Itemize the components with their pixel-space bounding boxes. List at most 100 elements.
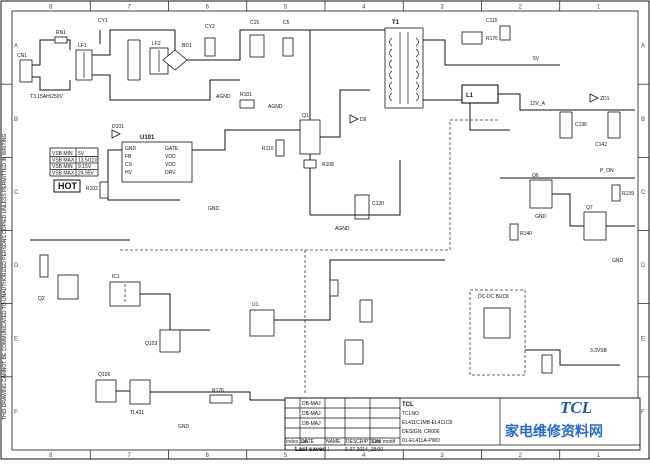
wire-12v-rail bbox=[498, 93, 635, 111]
transformer: T1 bbox=[315, 20, 510, 131]
voltage-table-key: VSB MIN bbox=[52, 151, 73, 157]
net-agnd1: AGND bbox=[216, 94, 231, 100]
title-block-frame bbox=[284, 397, 641, 451]
t1-winding-secondary bbox=[415, 48, 419, 58]
transistor-q6 bbox=[529, 179, 553, 209]
voltage-table-value: 9.15V bbox=[78, 164, 92, 170]
t1-winding-primary bbox=[389, 92, 393, 102]
t1-windings bbox=[389, 37, 419, 102]
cap-c142 bbox=[607, 111, 621, 139]
zone-label-left: B bbox=[14, 117, 18, 123]
voltage-table-key: VSB MAX bbox=[52, 158, 75, 164]
voltage-table-box bbox=[49, 147, 99, 177]
label-q1: Q1 bbox=[302, 113, 309, 119]
wire-return bbox=[150, 79, 240, 101]
transistor-q7 bbox=[583, 211, 607, 241]
net-5v: 5V bbox=[533, 56, 540, 62]
label-ic1: IC1 bbox=[112, 274, 120, 280]
label-r140: R140 bbox=[520, 231, 532, 237]
cap-c115 bbox=[499, 25, 511, 41]
wire-input-n bbox=[32, 76, 71, 91]
net-gnd1: GND bbox=[208, 206, 220, 212]
transistor-q103 bbox=[159, 329, 181, 353]
resistor-r139 bbox=[611, 184, 621, 202]
resistor-r101 bbox=[239, 99, 255, 109]
resistor-r102b bbox=[329, 279, 339, 297]
wire-lf1-out bbox=[92, 29, 175, 56]
label-l1: L1 bbox=[466, 93, 474, 99]
label-q106: Q106 bbox=[98, 372, 110, 378]
transistor-q106 bbox=[95, 379, 117, 403]
ic-pin-right: VDD bbox=[165, 154, 176, 160]
dcdc-box bbox=[469, 289, 526, 376]
resistor-bank bbox=[127, 39, 141, 81]
revision-code: DB-MAJ bbox=[302, 421, 321, 427]
label-r126: R126 bbox=[212, 388, 224, 394]
label-u1: U1 bbox=[252, 302, 259, 308]
cap-c136 bbox=[559, 111, 573, 139]
cap-c120 bbox=[354, 194, 370, 220]
t1-winding-primary bbox=[389, 48, 393, 58]
label-cy1: CY1 bbox=[98, 18, 108, 24]
wire-3v3-out bbox=[525, 349, 620, 366]
standby-control: U1 bbox=[249, 259, 445, 365]
tb-company-short: TCL bbox=[402, 402, 414, 408]
resistor-r140 bbox=[509, 223, 519, 241]
label-cn1: CN1 bbox=[17, 53, 27, 59]
t1-winding-secondary bbox=[415, 81, 419, 91]
zone-label-left: A bbox=[14, 44, 18, 50]
net-pon: P_ON bbox=[600, 168, 614, 174]
label-d101: D101 bbox=[112, 124, 124, 130]
cap-c15 bbox=[249, 34, 265, 58]
wire-snubber bbox=[320, 89, 370, 138]
secondary-output: R176 C115 L1 5V 12V_A C136 C142 ZD1 GND bbox=[461, 18, 635, 220]
zone-label-bottom: 4 bbox=[362, 453, 366, 459]
label-rn1: RN1 bbox=[56, 30, 66, 36]
zone-label-left: E bbox=[14, 336, 18, 342]
ic-pin-left: FB bbox=[125, 154, 132, 160]
wire-ic-gnd bbox=[107, 149, 180, 201]
label-r176: R176 bbox=[486, 36, 498, 42]
label-u101: U101 bbox=[140, 135, 155, 141]
wire-gate-drive bbox=[192, 129, 300, 151]
t1-winding-primary bbox=[389, 59, 393, 69]
side-notice: THIS DRAWING CANNOT BE COMMUNICATED TO U… bbox=[2, 133, 8, 420]
label-zd1: ZD1 bbox=[600, 96, 610, 102]
label-c142: C142 bbox=[595, 142, 607, 148]
t1-winding-primary bbox=[389, 81, 393, 91]
zone-label-bottom: 2 bbox=[519, 453, 523, 459]
net-agnd2: AGND bbox=[268, 104, 283, 110]
zone-label-top: 5 bbox=[284, 5, 288, 11]
wire-opto-out bbox=[140, 293, 210, 331]
feedback-stage: Q2 IC1 Q103 TL431 Q106 R126 GND bbox=[30, 239, 290, 430]
wire-lf1-ret bbox=[92, 74, 150, 101]
t1-winding-primary bbox=[389, 70, 393, 80]
net-gnd2: GND bbox=[535, 214, 547, 220]
zone-label-bottom: 5 bbox=[284, 453, 288, 459]
ic-u1 bbox=[249, 309, 275, 337]
shunt-tl431 bbox=[129, 379, 151, 405]
zone-label-top: 2 bbox=[519, 5, 523, 11]
label-c115: C115 bbox=[486, 18, 498, 24]
resistor-r126 bbox=[209, 394, 233, 404]
revision-header-cell: Index Lab bbox=[286, 439, 308, 445]
cap-c5 bbox=[282, 37, 294, 57]
wire-bulk-bus bbox=[187, 29, 315, 61]
cap-cy2 bbox=[204, 37, 216, 57]
t1-winding-secondary bbox=[415, 70, 419, 80]
label-c15: C15 bbox=[250, 20, 259, 26]
net-12v: 12V_A bbox=[530, 101, 546, 107]
switching-stage: Q1 R108 R110 R101 D9 AGND C120 AGND bbox=[239, 30, 401, 232]
ic-pin-left: GND bbox=[125, 146, 137, 152]
zone-label-top: 3 bbox=[440, 5, 444, 11]
label-c120: C120 bbox=[372, 201, 384, 207]
t1-winding-secondary bbox=[415, 92, 419, 102]
zone-label-right: D bbox=[641, 263, 646, 269]
zone-label-left: F bbox=[14, 409, 18, 415]
label-lf2: LF2 bbox=[152, 41, 161, 47]
zone-label-top: 7 bbox=[127, 5, 131, 11]
